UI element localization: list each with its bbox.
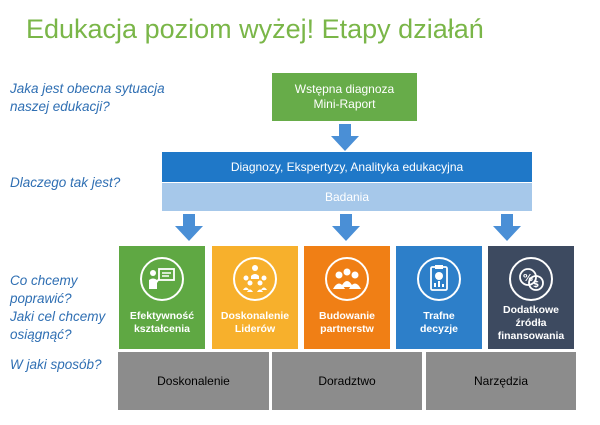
analytics-bar: Diagnozy, Ekspertyzy, Analityka edukacyj… bbox=[162, 152, 532, 182]
arrow-down-icon bbox=[493, 214, 521, 241]
box-good-decisions: Trafne decyzje bbox=[396, 246, 482, 349]
question-current-situation: Jaka jest obecna sytuacja naszej edukacj… bbox=[10, 81, 165, 114]
box-building-partnerships: Budowanie partnerstw bbox=[304, 246, 390, 349]
method-tools: Narzędzia bbox=[426, 352, 576, 410]
svg-text:%: % bbox=[523, 273, 533, 284]
team-icon bbox=[233, 257, 277, 301]
question-how: W jaki sposób? bbox=[10, 357, 102, 372]
arrow-down-icon bbox=[175, 214, 203, 241]
question-goals: Co chcemy poprawić? Jaki cel chcemy osią… bbox=[10, 273, 106, 342]
money-icon: % $ bbox=[509, 257, 553, 301]
arrow-down-icon bbox=[332, 214, 360, 241]
presentation-icon bbox=[140, 257, 184, 301]
method-consulting: Doradztwo bbox=[272, 352, 422, 410]
box-teaching-effectiveness: Efektywność kształcenia bbox=[119, 246, 205, 349]
method-development: Doskonalenie bbox=[118, 352, 269, 410]
diagnosis-box: Wstępna diagnoza Mini-Raport bbox=[272, 73, 417, 121]
arrow-down-icon bbox=[331, 124, 359, 151]
question-why: Dlaczego tak jest? bbox=[10, 175, 121, 190]
box-leader-development: Doskonalenie Liderów bbox=[212, 246, 298, 349]
research-bar: Badania bbox=[162, 183, 532, 211]
clipboard-chart-icon bbox=[417, 257, 461, 301]
people-group-icon bbox=[325, 257, 369, 301]
box-additional-funding: % $ Dodatkowe źródła finansowania bbox=[488, 246, 574, 349]
svg-text:$: $ bbox=[533, 280, 539, 290]
page-title: Edukacja poziom wyżej! Etapy działań bbox=[26, 14, 484, 44]
